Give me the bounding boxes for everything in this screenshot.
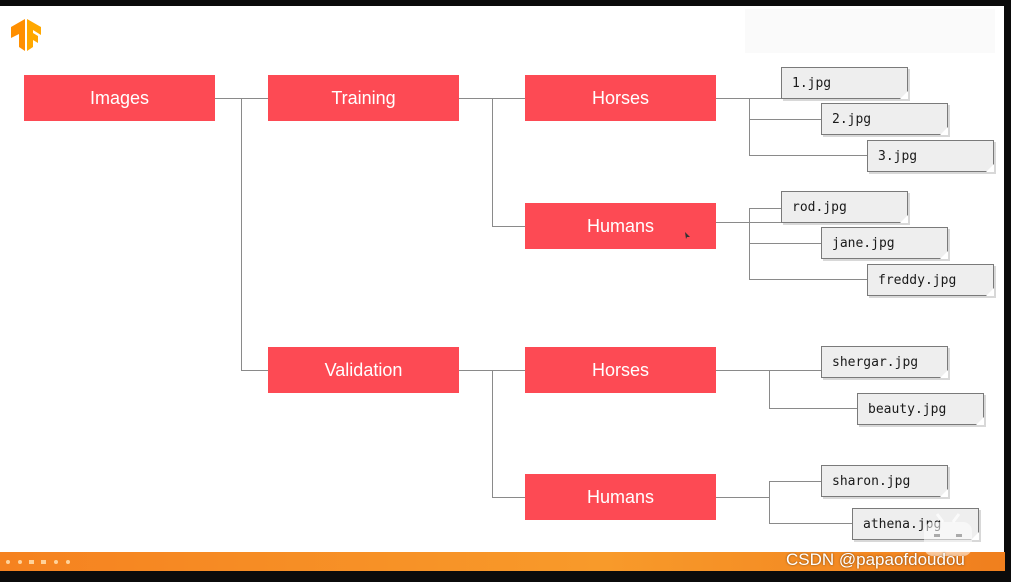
file-box: rod.jpg [781, 191, 908, 223]
file-box: 2.jpg [821, 103, 948, 135]
tensorflow-logo-icon [11, 19, 41, 51]
connector-line [749, 155, 867, 156]
connector-line [749, 243, 821, 244]
connector-line [716, 98, 781, 99]
file-box: 3.jpg [867, 140, 994, 172]
watermark-text: CSDN @papaofdoudou [786, 550, 965, 569]
connector-line [749, 98, 750, 155]
connector-line [749, 208, 750, 280]
connector-line [769, 408, 857, 409]
connector-line [749, 279, 867, 280]
connector-line [749, 208, 781, 209]
file-box: beauty.jpg [857, 393, 984, 425]
connector-line [492, 497, 525, 498]
node-training-humans: Humans [525, 203, 716, 249]
bilibili-tv-icon [924, 513, 972, 556]
connector-line [716, 497, 769, 498]
node-training-horses: Horses [525, 75, 716, 121]
file-box: jane.jpg [821, 227, 948, 259]
blank-area [745, 9, 995, 53]
connector-line [716, 370, 821, 371]
connector-line [492, 98, 493, 226]
connector-line [749, 119, 821, 120]
node-validation: Validation [268, 347, 459, 393]
node-training: Training [268, 75, 459, 121]
connector-line [492, 226, 525, 227]
footer-bar [0, 552, 1005, 571]
node-images: Images [24, 75, 215, 121]
file-box: shergar.jpg [821, 346, 948, 378]
file-box: 1.jpg [781, 67, 908, 99]
connector-line [241, 98, 242, 371]
connector-line [769, 481, 770, 524]
connector-line [769, 370, 770, 409]
connector-line [241, 370, 268, 371]
node-validation-humans: Humans [525, 474, 716, 520]
connector-line [716, 222, 781, 223]
bottom-border [0, 571, 1011, 582]
mouse-cursor-icon [685, 232, 690, 239]
connector-line [769, 523, 852, 524]
file-box: freddy.jpg [867, 264, 994, 296]
file-box: sharon.jpg [821, 465, 948, 497]
connector-line [769, 481, 821, 482]
node-validation-horses: Horses [525, 347, 716, 393]
playback-controls-icon[interactable] [4, 557, 84, 567]
top-border [0, 0, 1011, 6]
right-border [1004, 0, 1011, 582]
connector-line [492, 370, 493, 498]
